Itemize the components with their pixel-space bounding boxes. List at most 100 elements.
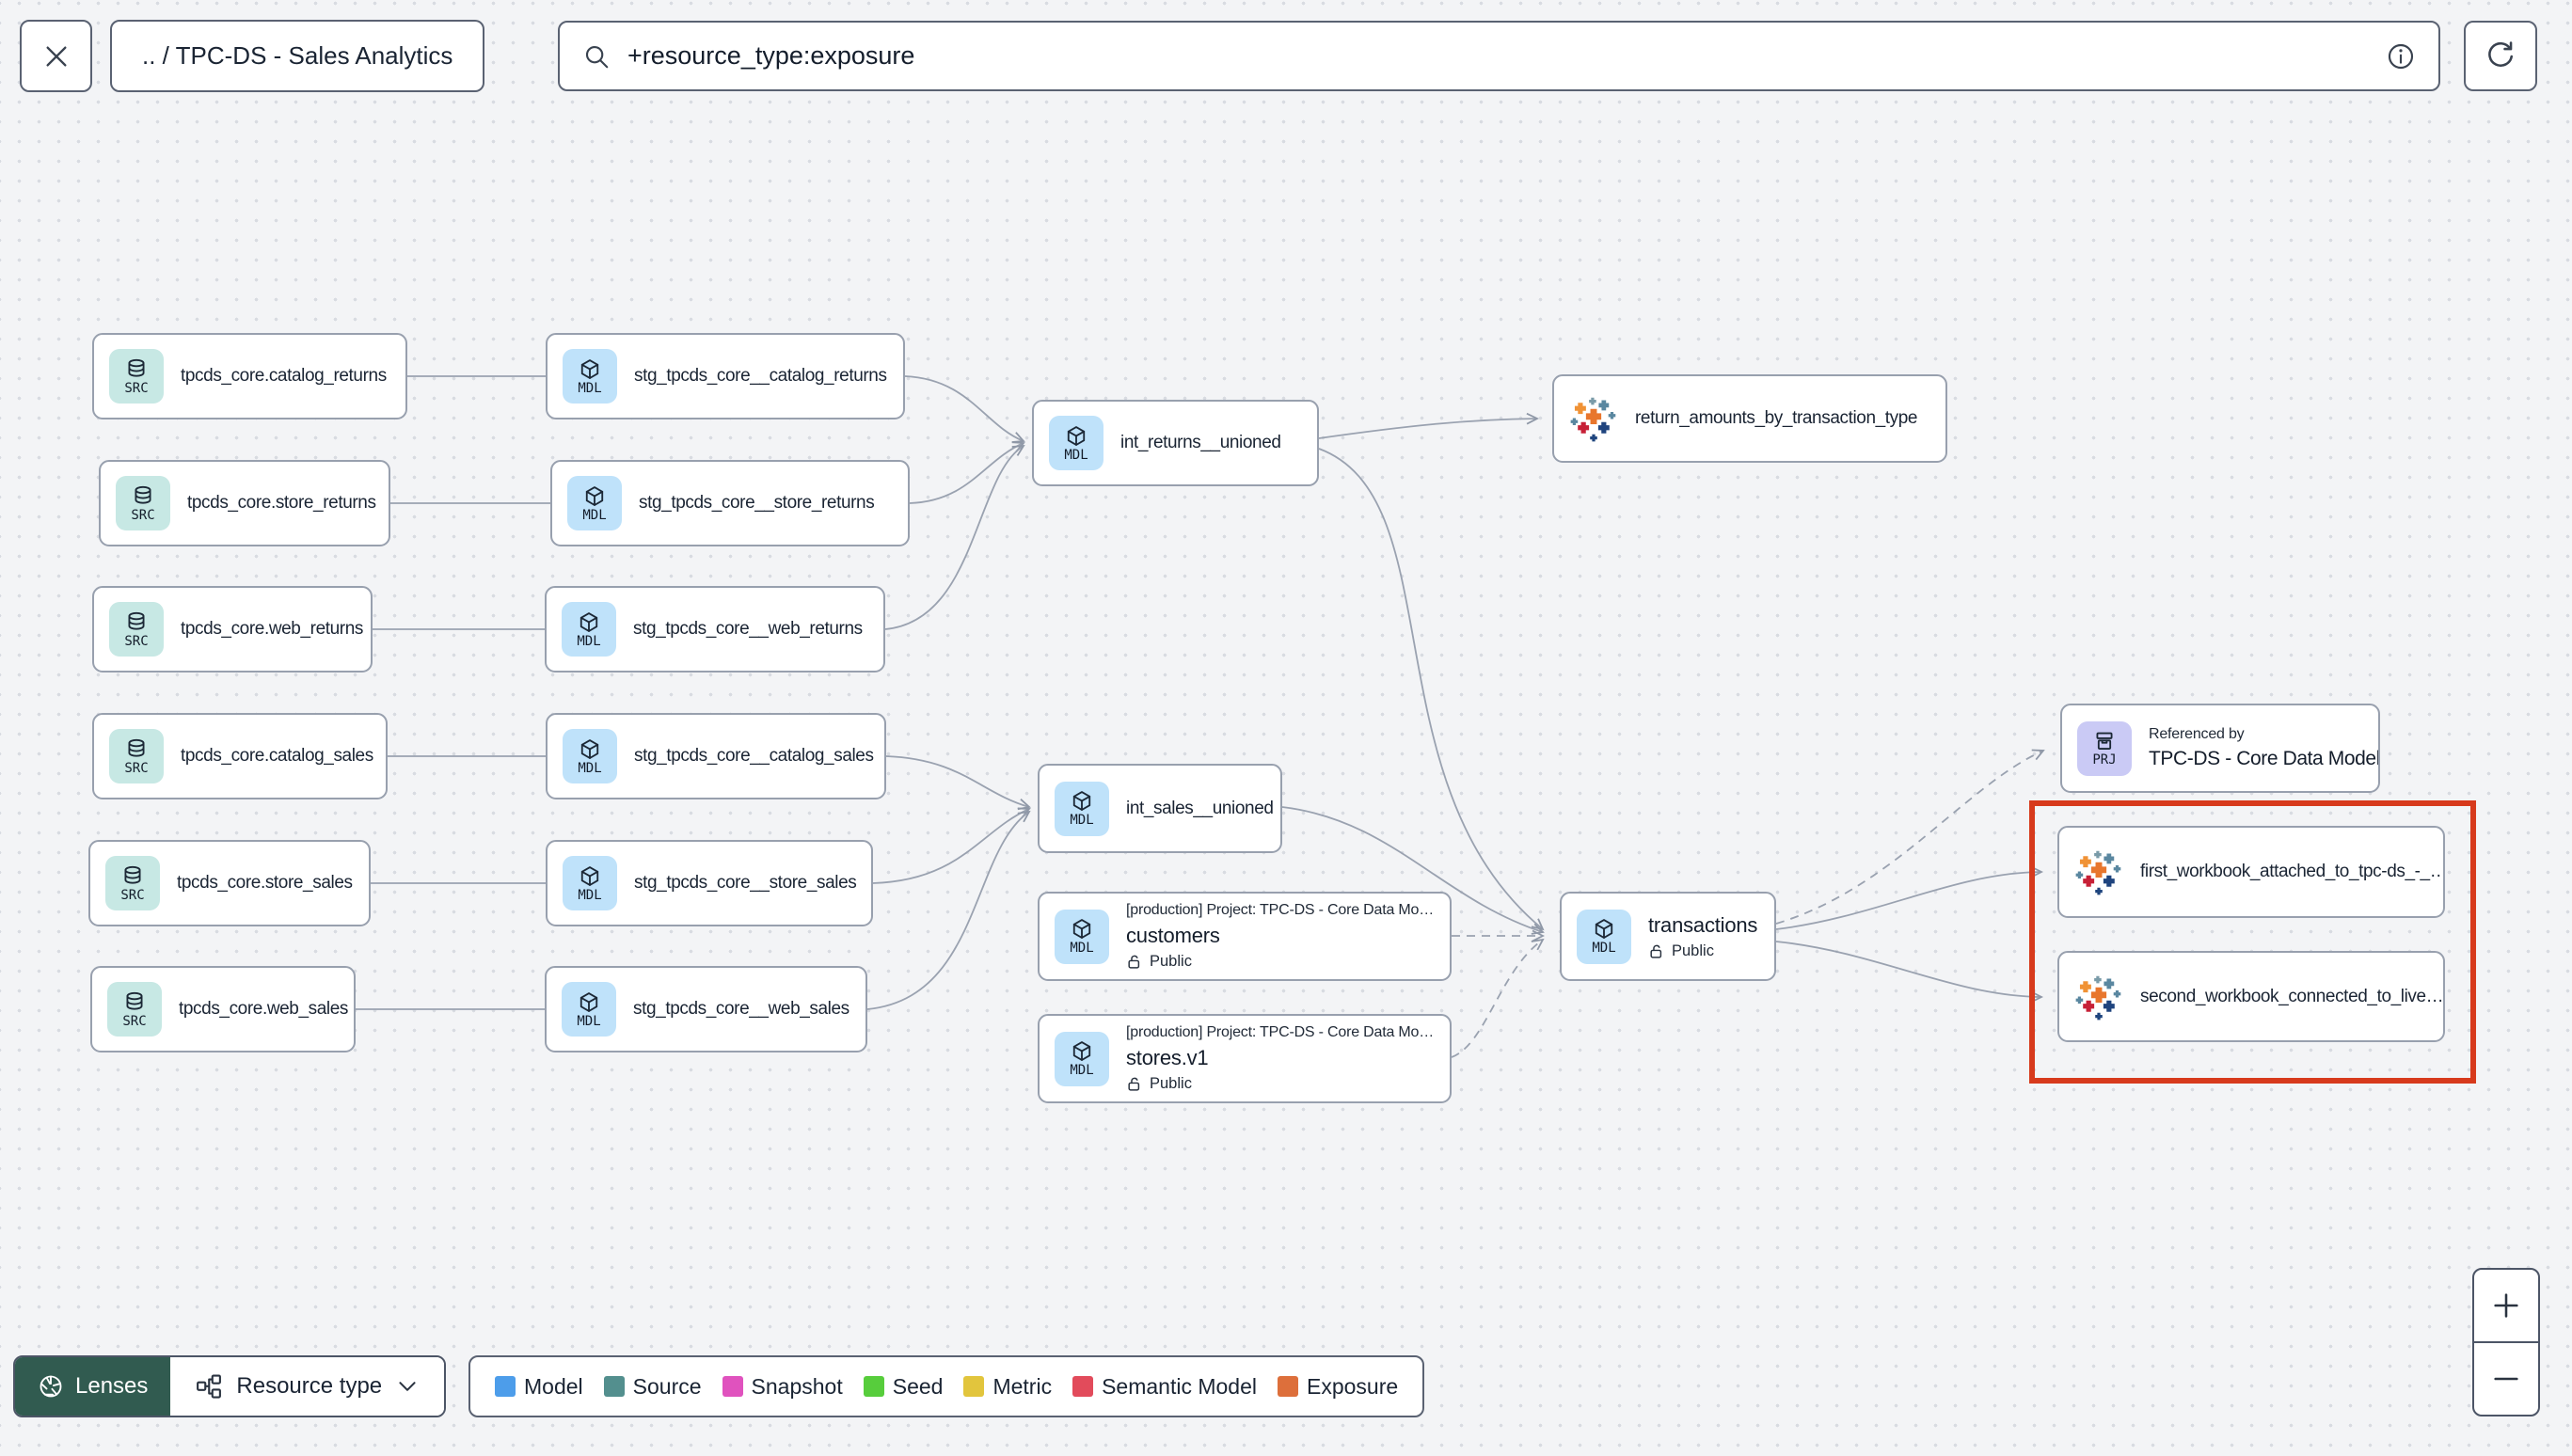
node-title: TPC-DS - Core Data Models [2149,748,2380,769]
legend-label: Seed [892,1373,944,1399]
cube-icon: MDL [1055,1031,1109,1086]
node-access: Public [1648,942,1757,960]
legend-swatch [1278,1376,1298,1397]
node-src-store-returns[interactable]: SRC tpcds_core.store_returns [99,460,390,546]
node-text: [production] Project: TPC-DS - Core Data… [1126,902,1434,971]
resource-type-filter[interactable]: Resource type [170,1357,445,1416]
close-icon [41,41,71,71]
node-access: Public [1126,953,1434,971]
legend-label: Exposure [1307,1373,1399,1399]
node-second-workbook[interactable]: second_workbook_connected_to_live… [2057,951,2445,1042]
edge-stores-to-transactions [1451,940,1543,1058]
cube-icon: MDL [563,729,617,783]
zoom-out-button[interactable] [2474,1341,2538,1415]
breadcrumb-label: .. / TPC-DS - Sales Analytics [142,41,453,70]
node-title: tpcds_core.store_sales [177,873,353,893]
node-stg-catalog-returns[interactable]: MDL stg_tpcds_core__catalog_returns [546,333,905,419]
node-stores[interactable]: MDL [production] Project: TPC-DS - Core D… [1038,1014,1452,1103]
lock-open-icon [1126,1076,1142,1092]
search-input[interactable] [626,40,2371,71]
close-button[interactable] [20,20,92,92]
legend-label: Semantic Model [1102,1373,1257,1399]
legend-label: Metric [992,1373,1053,1399]
node-first-workbook[interactable]: first_workbook_attached_to_tpc-ds_-_… [2057,826,2445,918]
edge-int-returns-to-return-amounts [1318,419,1537,439]
legend-swatch [963,1376,985,1397]
lock-open-icon [1126,954,1142,970]
legend-swatch [863,1376,884,1397]
legend-swatch [603,1376,625,1397]
lenses-button[interactable]: Lenses [15,1357,171,1416]
node-src-catalog-sales[interactable]: SRC tpcds_core.catalog_sales [92,713,388,799]
node-title: second_workbook_connected_to_live… [2140,986,2444,1006]
legend-label: Model [524,1373,583,1399]
legend-item-metric: Metric [963,1374,1052,1400]
breadcrumb[interactable]: .. / TPC-DS - Sales Analytics [110,20,485,92]
legend-swatch [1072,1376,1094,1397]
resource-type-icon [195,1372,223,1401]
zoom-in-button[interactable] [2474,1270,2538,1341]
node-title: tpcds_core.catalog_sales [181,746,373,766]
edge-transactions-to-first-workbook [1775,872,2041,930]
node-return-amounts[interactable]: return_amounts_by_transaction_type [1552,374,1947,463]
edge-int-sales-to-transactions [1281,806,1543,932]
legend-item-semantic-model: Semantic Model [1072,1374,1257,1400]
legend-item-seed: Seed [863,1373,944,1400]
node-eyebrow: [production] Project: TPC-DS - Core Data… [1126,1024,1435,1040]
tableau-icon [1569,394,1618,443]
node-title: stg_tpcds_core__web_returns [633,619,863,639]
cube-icon: MDL [562,982,616,1037]
resource-type-label: Resource type [236,1373,383,1399]
cube-icon: MDL [1049,416,1103,470]
database-icon: SRC [109,729,164,783]
node-int-returns[interactable]: MDL int_returns__unioned [1032,400,1319,486]
legend-swatch [495,1376,516,1397]
node-text: [production] Project: TPC-DS - Core Data… [1126,1024,1434,1093]
chevron-down-icon [395,1374,420,1399]
node-title: stg_tpcds_core__store_sales [634,873,857,893]
node-customers[interactable]: MDL[production] Project: TPC-DS - Core D… [1038,892,1452,981]
edge-stg-catalog-returns-to-int-returns [904,375,1024,441]
search-icon [582,42,611,71]
node-title: tpcds_core.store_returns [187,493,376,513]
lenses-bar: Lenses Resource type [13,1355,447,1417]
edge-stg-store-returns-to-int-returns [909,443,1024,504]
database-icon: SRC [105,856,160,910]
database-icon: SRC [109,349,164,404]
node-title: stg_tpcds_core__catalog_returns [634,366,887,386]
info-icon[interactable] [2386,41,2416,71]
node-src-store-sales[interactable]: SRC tpcds_core.store_sales [88,840,371,926]
node-title: int_returns__unioned [1120,433,1281,452]
node-text: Referenced by TPC-DS - Core Data Models [2149,726,2380,770]
search-bar [558,21,2440,91]
cube-icon: MDL [563,349,617,404]
node-src-catalog-returns[interactable]: SRC tpcds_core.catalog_returns [92,333,407,419]
tableau-icon [2074,847,2123,896]
refresh-button[interactable] [2464,21,2537,91]
node-eyebrow: Referenced by [2149,726,2245,742]
legend-label: Snapshot [751,1373,843,1399]
edge-stg-store-sales-to-int-sales [872,809,1029,884]
edge-stg-web-returns-to-int-returns [884,446,1024,630]
database-icon: SRC [107,982,162,1037]
node-title: tpcds_core.catalog_returns [181,366,387,386]
database-icon: SRC [116,476,170,530]
node-access: Public [1126,1075,1434,1093]
cube-icon: MDL [1577,909,1631,964]
lenses-label: Lenses [75,1373,149,1399]
refresh-icon [2485,40,2516,72]
